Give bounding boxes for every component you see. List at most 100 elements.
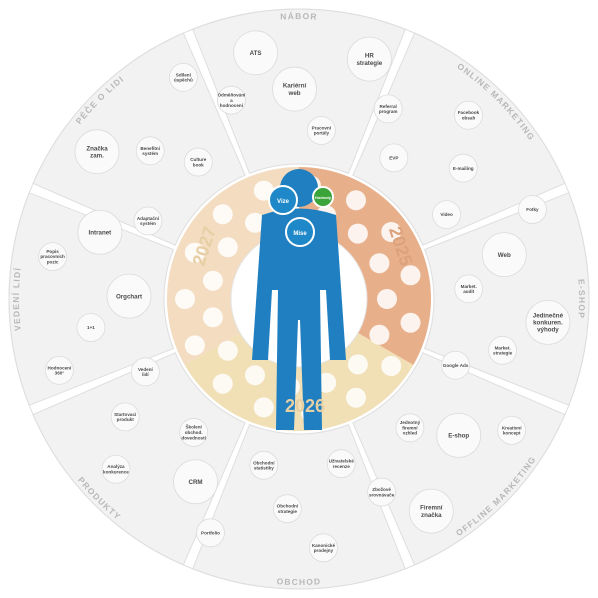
bubble-item[interactable]: E-shop	[436, 412, 482, 458]
bubble-label: dovedností	[181, 435, 206, 440]
bubble-label: a	[230, 98, 233, 103]
bubble-label: firemní	[402, 425, 418, 430]
bubble-item[interactable]: Market.strategie	[488, 335, 518, 365]
bubble-label: Video	[440, 212, 453, 217]
bubble-circle	[130, 357, 160, 387]
year-dot	[369, 324, 390, 345]
bubble-circle	[518, 195, 547, 224]
bubble-label: statistiky	[254, 466, 274, 471]
bubble-label: pozic	[47, 260, 59, 265]
bubble-circle	[395, 413, 425, 443]
year-2026: 2026	[285, 396, 325, 416]
bubble-label: Culture	[190, 157, 207, 162]
bubble-label: E-mailing	[453, 166, 474, 171]
vize-bubble[interactable]	[268, 185, 298, 215]
bubble-label: konkuren.	[533, 320, 563, 327]
bubble-label: Jednotný	[400, 420, 421, 425]
bubble-label: Portfolio	[201, 530, 220, 535]
hodnoty-label: Hodnoty	[315, 195, 332, 200]
bubble-item[interactable]: Fotky	[518, 195, 547, 224]
bubble-item[interactable]: Web	[481, 232, 527, 278]
bubble-label: Obchodní	[277, 504, 299, 509]
hodnoty-bubble[interactable]	[312, 186, 334, 208]
bubble-item[interactable]: Video	[432, 200, 461, 230]
bubble-label: Sdílení	[176, 72, 192, 77]
bubble-label: Intranet	[89, 229, 112, 236]
bubble-item[interactable]: Portfolio	[196, 518, 225, 548]
bubble-label: audit	[463, 289, 474, 294]
year-dot	[175, 289, 195, 309]
bubble-item[interactable]: CRM	[173, 459, 218, 505]
year-dot	[217, 340, 238, 361]
bubble-label: Pracovní	[312, 125, 332, 130]
bubble-label: 360°	[55, 371, 65, 376]
year-dot	[217, 237, 238, 258]
bubble-item[interactable]: E-mailing	[448, 153, 478, 183]
year-dot	[202, 270, 223, 291]
bubble-label: ATS	[250, 50, 262, 57]
mise-bubble[interactable]	[285, 217, 315, 247]
bubble-label: Odměňování	[217, 93, 246, 98]
bubble-item[interactable]: ATS	[233, 30, 278, 76]
bubble-label: Značka	[86, 145, 108, 152]
year-dot	[369, 253, 390, 274]
year-dot	[347, 354, 368, 375]
year-dot	[245, 212, 265, 233]
vize-label: Vize	[277, 199, 290, 205]
bubble-item[interactable]: 1+1	[76, 313, 106, 342]
bubble-circle	[432, 200, 461, 230]
bubble-label: obsah	[462, 115, 476, 120]
bubble-label: Facebook	[458, 110, 480, 115]
bubble-label: E-shop	[448, 433, 469, 440]
bubble-label: hodnocení	[220, 103, 244, 108]
bubble-label: obchod.	[185, 430, 203, 435]
bubble-item[interactable]: Orgchart	[106, 273, 152, 319]
bubble-label: koncept	[503, 431, 521, 436]
bubble-label: strategie	[356, 60, 382, 67]
bubble-item[interactable]: EVP	[379, 143, 409, 173]
bubble-label: Kreativní	[502, 425, 522, 430]
mise-label: Mise	[293, 231, 307, 237]
bubble-circle	[272, 494, 302, 524]
bubble-label: Market.	[495, 345, 511, 350]
year-dot	[212, 204, 233, 225]
year-dot	[400, 265, 421, 286]
bubble-item[interactable]: Google Ads	[441, 350, 470, 380]
bubble-item[interactable]: Market.audit	[454, 274, 484, 304]
bubble-circle	[306, 116, 336, 145]
bubble-item[interactable]: Intranet	[77, 209, 123, 255]
bubble-label: CRM	[189, 479, 203, 486]
bubble-circle	[106, 273, 152, 319]
bubble-label: prodejny	[314, 548, 334, 553]
bubble-circle	[441, 350, 470, 380]
sector-label-obchod: OBCHOD	[276, 576, 321, 587]
bubble-label: Obchodní	[253, 460, 275, 465]
